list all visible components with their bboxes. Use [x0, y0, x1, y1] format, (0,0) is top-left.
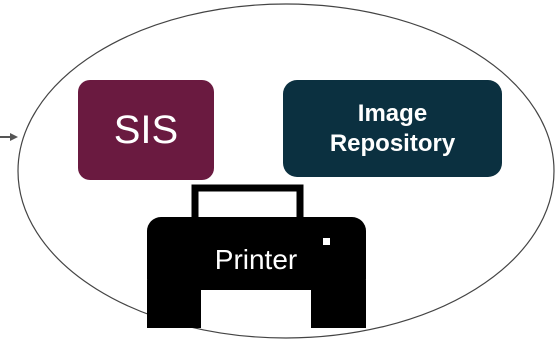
sis-box[interactable] [78, 80, 214, 180]
system-boundary-ellipse [17, 3, 555, 339]
indicator-light [323, 238, 330, 245]
image-repository-box[interactable] [283, 80, 502, 177]
printer-icon[interactable] [147, 184, 366, 328]
arrow-right-icon [0, 133, 18, 141]
